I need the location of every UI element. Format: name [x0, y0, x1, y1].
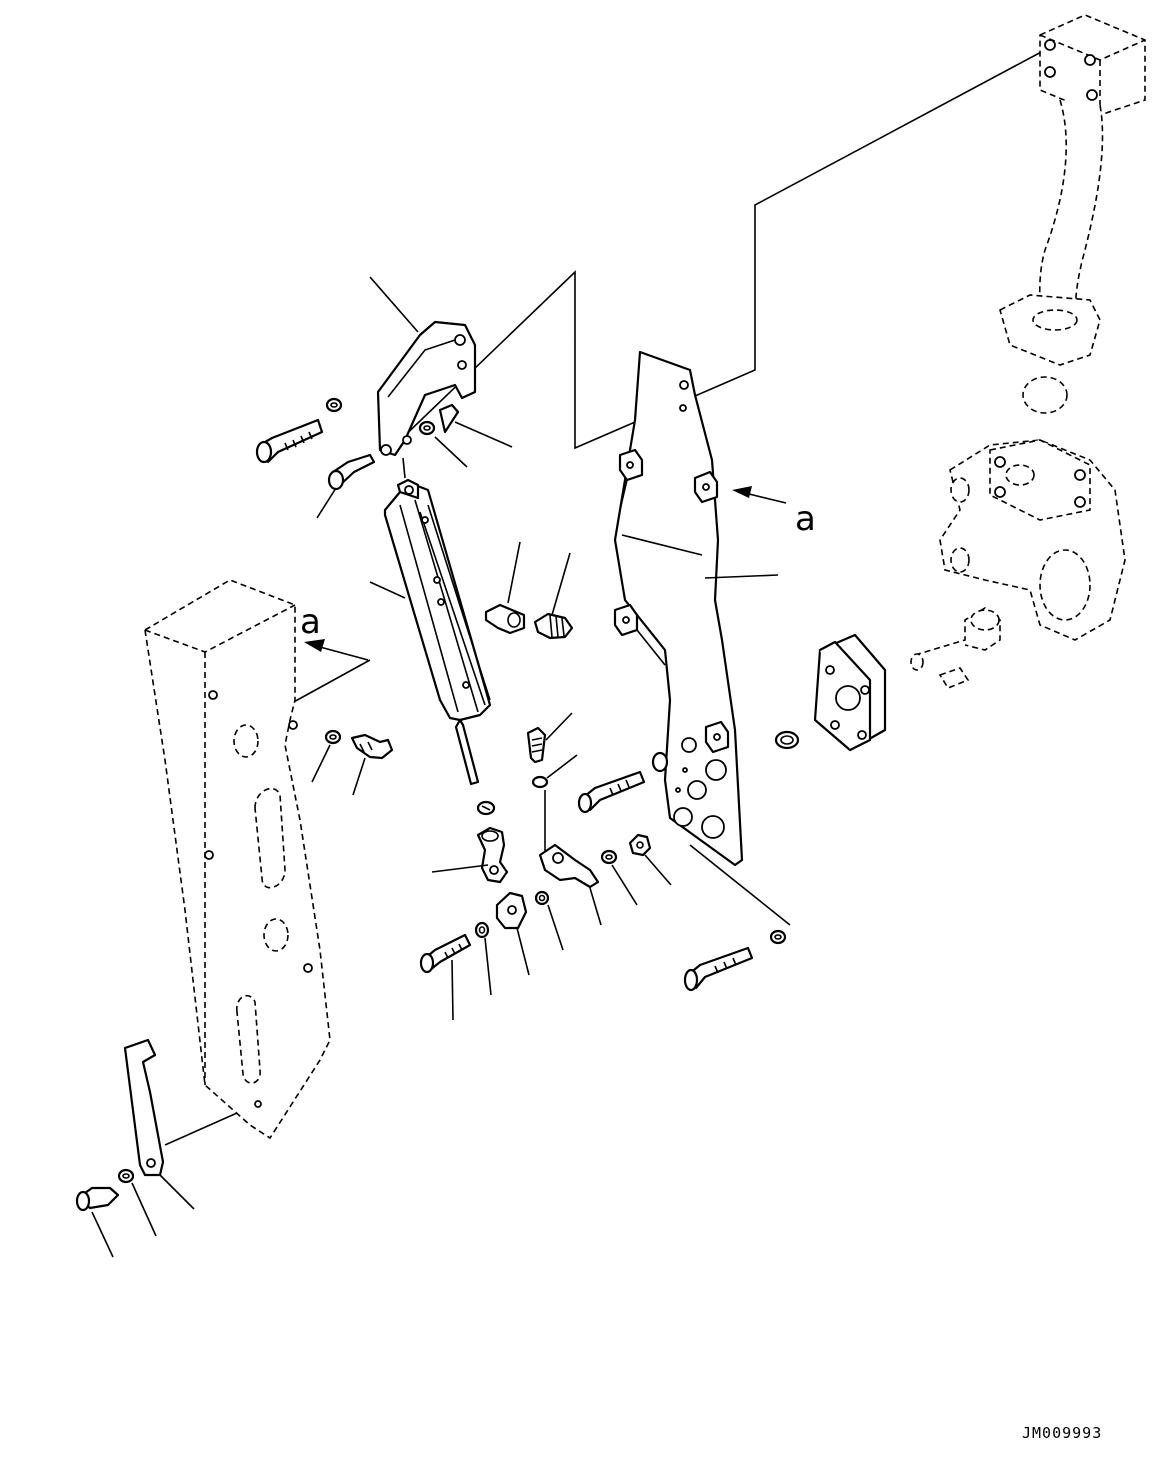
lower-links	[419, 826, 600, 974]
view-arrow-right: a	[732, 486, 816, 539]
view-label-right: a	[795, 499, 816, 539]
valve-body	[939, 439, 1126, 641]
fittings	[476, 603, 574, 816]
right-lower-hardware	[577, 751, 787, 992]
elbow-pipe-assembly	[999, 14, 1146, 414]
upper-bracket	[376, 320, 477, 457]
frame-housing	[144, 579, 331, 1140]
flange-plate	[813, 633, 887, 752]
shaft-and-key	[910, 607, 1001, 689]
upper-bolts	[255, 397, 376, 491]
frame-hardware	[324, 729, 394, 760]
view-arrow-left: a	[300, 602, 369, 661]
drawing-code: JM009993	[1022, 1424, 1102, 1442]
seal-ring	[774, 730, 800, 750]
cylinder	[383, 457, 492, 786]
lower-left-plate	[75, 1038, 165, 1212]
callout-leaders	[91, 276, 779, 1258]
mounting-plate	[613, 350, 744, 867]
view-label-left: a	[300, 602, 321, 642]
